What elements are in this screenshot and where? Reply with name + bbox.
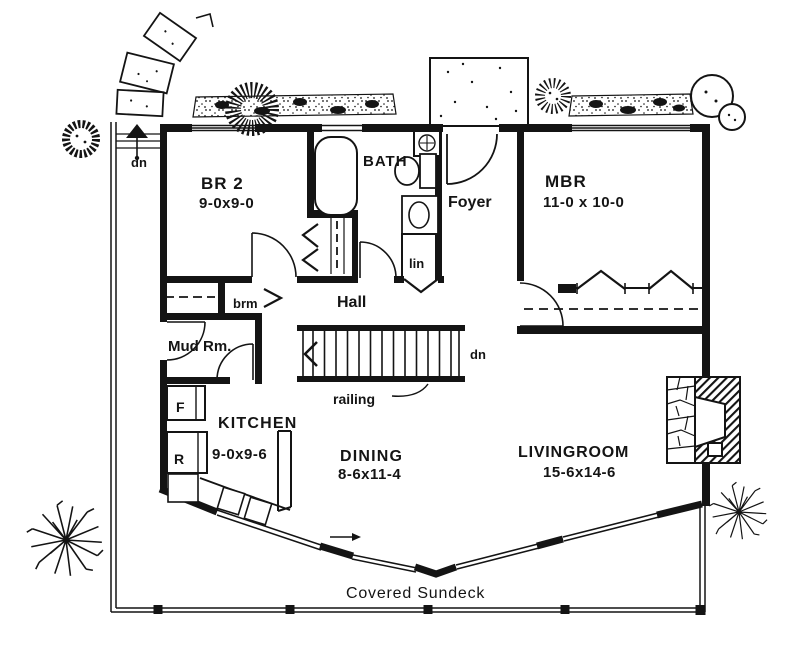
hall-label: Hall (337, 294, 366, 311)
room-labels: dn BR 2 9-0x9-0 BATH Foyer MBR 11-0 x 10… (131, 153, 629, 602)
freezer-label: F (176, 399, 185, 415)
br2-label: BR 2 (201, 174, 244, 193)
planter-bed-left (192, 93, 397, 118)
peninsula-wall (277, 430, 292, 512)
door-chevrons (263, 223, 694, 308)
doors (166, 133, 564, 381)
railing-label: railing (333, 391, 375, 407)
firebox (694, 395, 726, 449)
sink-basin (216, 486, 246, 516)
br2-dims: 9-0x9-0 (199, 195, 254, 212)
shrub-by-stoop (535, 78, 571, 114)
broom-closet-door-icon (263, 288, 284, 308)
cabinet (167, 473, 199, 503)
living-dims: 15-6x14-6 (543, 464, 616, 481)
entry-stoop (429, 57, 529, 127)
br2-closet-bifold-icon (301, 223, 319, 248)
trees-top-right (690, 74, 746, 131)
kitchen-label: KITCHEN (218, 415, 298, 432)
bathtub (314, 136, 358, 216)
linen-closet-door-icon (403, 278, 439, 294)
planter-bed-right (568, 93, 694, 117)
linen-closet (401, 233, 439, 278)
mbr-dims: 11-0 x 10-0 (543, 194, 624, 211)
living-label: LIVINGROOM (518, 444, 629, 461)
stepping-stones (115, 11, 214, 118)
tree-bottom-right (708, 481, 768, 540)
range-label: R (174, 451, 184, 467)
kitchen-dims: 9-0x9-6 (212, 446, 267, 463)
toilet (394, 156, 420, 186)
closet-rods (165, 221, 700, 310)
stair-direction-arrow-icon (303, 341, 318, 367)
sink-basin (243, 496, 273, 526)
freezer-box (166, 385, 206, 421)
stone-texture (666, 376, 696, 450)
broom-label: brm (233, 296, 258, 311)
stairs-down-label: dn (470, 347, 486, 362)
staircase (297, 325, 465, 397)
dining-label: DINING (340, 448, 403, 465)
bush-top-left (62, 120, 100, 158)
sundeck-label: Covered Sundeck (346, 585, 485, 602)
linen-label: lin (409, 256, 424, 271)
foyer-label: Foyer (448, 194, 492, 211)
walkway-down-label: dn (131, 155, 147, 170)
mbr-closet-bifold-icon (576, 269, 626, 290)
fireplace (666, 376, 741, 464)
slider-direction-arrow (330, 533, 361, 541)
mbr-closet-bifold-icon (648, 269, 694, 290)
mbr-label: MBR (545, 172, 587, 191)
sundeck-outline (110, 122, 706, 613)
walkway-steps (116, 124, 160, 161)
exterior-walls (160, 124, 710, 506)
tree-bottom-left (26, 500, 104, 577)
range-box (166, 431, 208, 474)
br2-closet-bifold-icon (301, 248, 319, 272)
bath-label: BATH (363, 153, 408, 170)
top-wall-windows (192, 124, 690, 132)
kitchen-fixtures (166, 385, 292, 526)
stair-treads (302, 331, 460, 376)
mudroom-label: Mud Rm. (168, 338, 231, 355)
dining-dims: 8-6x11-4 (338, 466, 401, 483)
railing-leader-line (391, 383, 429, 397)
deck-posts (153, 605, 706, 615)
bath-fixtures (314, 130, 441, 278)
down-arrow-icon (126, 124, 148, 138)
